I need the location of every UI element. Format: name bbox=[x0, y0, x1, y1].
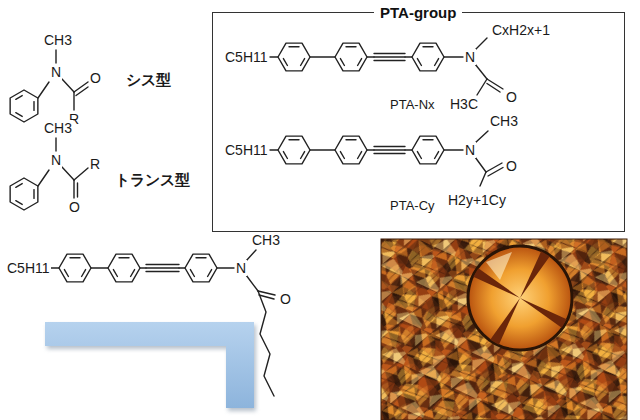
molecular-shape-l bbox=[45, 322, 254, 408]
compound-label: PTA-Cy bbox=[390, 198, 435, 213]
atom-label: CH3 bbox=[43, 120, 73, 136]
isomer-label: シス型 bbox=[126, 71, 171, 90]
atom-label: C5H11 bbox=[224, 142, 269, 158]
pta-nx-structure bbox=[270, 38, 503, 95]
atom-label: H3C bbox=[449, 96, 479, 112]
atom-label: N bbox=[50, 152, 62, 168]
atom-label: R bbox=[89, 156, 101, 172]
compound-label: PTA-Nx bbox=[390, 97, 435, 112]
atom-label: C5H11 bbox=[6, 260, 51, 276]
atom-label: CH3 bbox=[251, 232, 281, 248]
group-title: PTA-group bbox=[374, 4, 462, 21]
atom-label: N bbox=[464, 49, 476, 65]
pta-c6-structure bbox=[51, 250, 275, 396]
atom-label: O bbox=[279, 291, 292, 307]
atom-label: CH3 bbox=[43, 32, 73, 48]
isomer-label: トランス型 bbox=[115, 171, 190, 190]
atom-label: O bbox=[68, 199, 81, 215]
atom-label: N bbox=[50, 64, 62, 80]
polarized-micrograph bbox=[381, 239, 627, 420]
atom-label: O bbox=[505, 158, 518, 174]
atom-label: N bbox=[235, 260, 247, 276]
atom-label: C5H11 bbox=[224, 49, 269, 65]
atom-label: H2y+1Cy bbox=[447, 192, 507, 208]
pta-cy-structure bbox=[270, 131, 503, 186]
atom-label: CH3 bbox=[489, 113, 519, 129]
atom-label: N bbox=[464, 142, 476, 158]
atom-label: O bbox=[505, 89, 518, 105]
atom-label: CxH2x+1 bbox=[491, 22, 551, 38]
atom-label: O bbox=[89, 70, 102, 86]
